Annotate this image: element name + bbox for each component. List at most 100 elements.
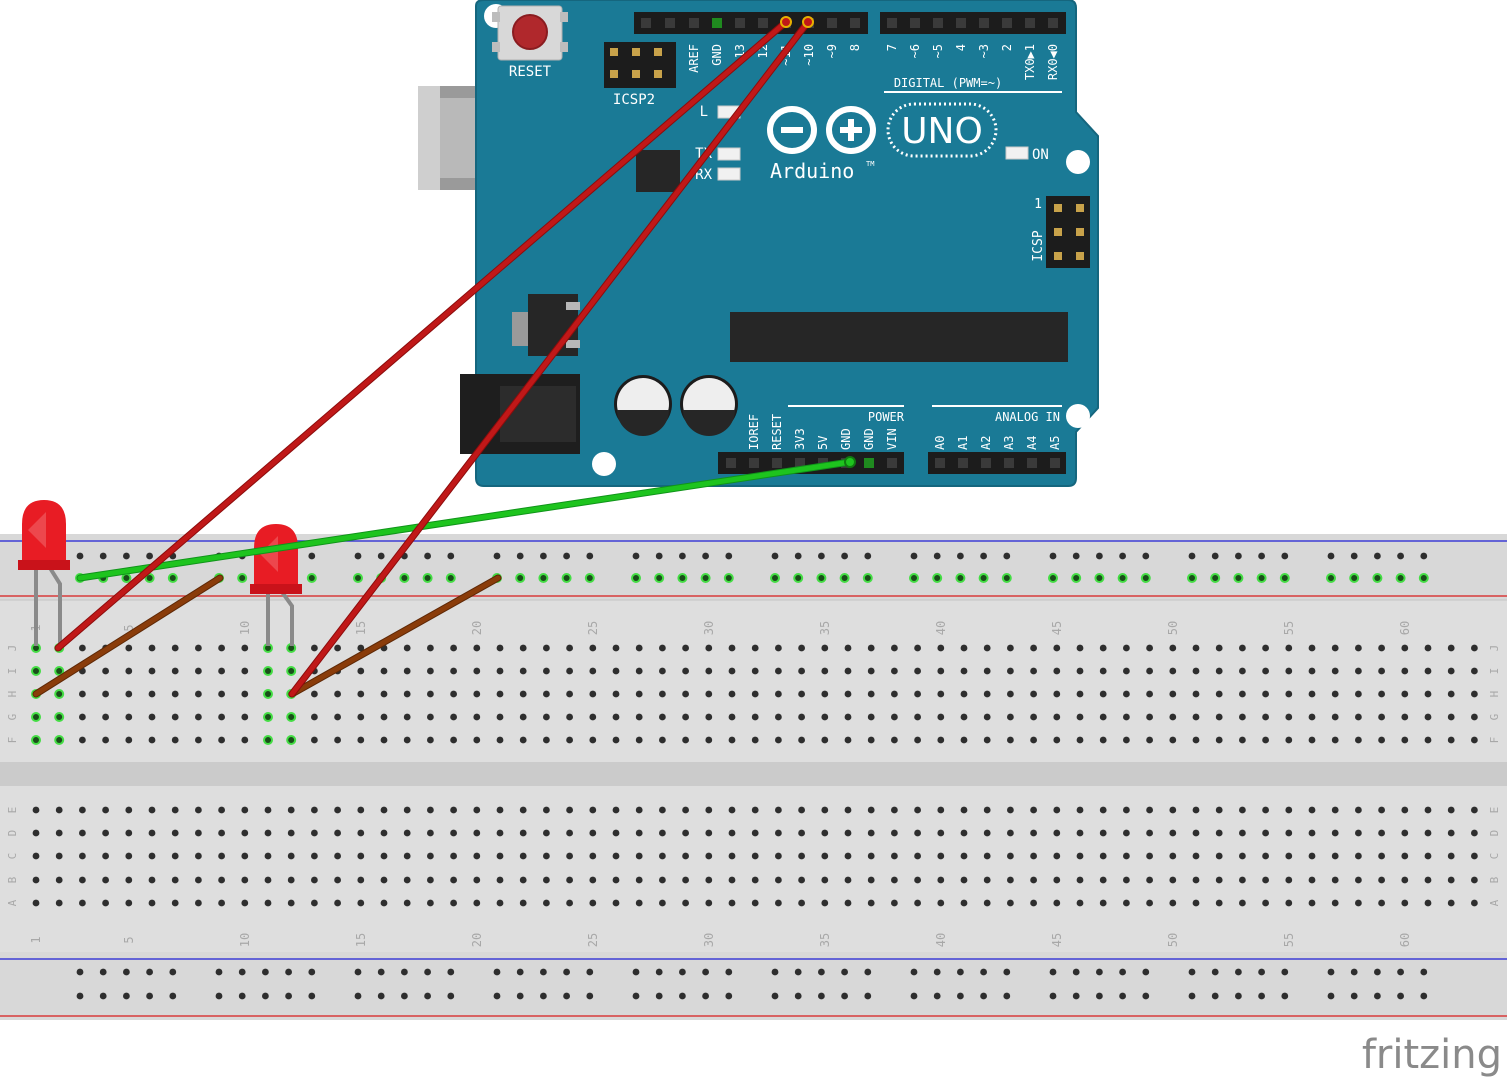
rail-hole[interactable] <box>1188 992 1196 1000</box>
breadboard-hole[interactable] <box>543 690 550 698</box>
breadboard-hole[interactable] <box>1239 690 1246 698</box>
breadboard-hole[interactable] <box>148 806 156 814</box>
breadboard-hole[interactable] <box>32 852 40 860</box>
breadboard-hole[interactable] <box>682 806 689 814</box>
breadboard-hole[interactable] <box>102 667 109 675</box>
breadboard-hole[interactable] <box>682 829 689 837</box>
breadboard-hole[interactable] <box>844 876 852 884</box>
breadboard-hole[interactable] <box>983 713 991 721</box>
rail-hole[interactable] <box>910 552 918 560</box>
breadboard-hole[interactable] <box>1471 667 1478 675</box>
breadboard-hole[interactable] <box>79 713 86 721</box>
breadboard-hole[interactable] <box>1053 667 1061 675</box>
breadboard-hole[interactable] <box>380 690 388 698</box>
rail-hole[interactable] <box>679 552 686 560</box>
breadboard-hole[interactable] <box>1355 644 1362 652</box>
breadboard-hole[interactable] <box>1262 829 1269 837</box>
rail-hole[interactable] <box>563 992 570 1000</box>
breadboard-hole[interactable] <box>241 852 249 860</box>
breadboard-hole[interactable] <box>1053 899 1061 907</box>
breadboard-hole[interactable] <box>1471 644 1478 652</box>
breadboard-hole[interactable] <box>1447 644 1455 652</box>
breadboard-hole[interactable] <box>1030 876 1037 884</box>
breadboard-hole[interactable] <box>32 806 40 814</box>
breadboard-hole[interactable] <box>566 667 573 675</box>
breadboard-hole[interactable] <box>1262 852 1269 860</box>
breadboard-hole[interactable] <box>1030 690 1037 698</box>
rail-hole[interactable] <box>447 552 455 560</box>
rail-hole[interactable] <box>1258 552 1265 560</box>
breadboard-hole[interactable] <box>287 876 295 884</box>
breadboard-hole[interactable] <box>1146 899 1153 907</box>
rail-hole[interactable] <box>1188 552 1196 560</box>
breadboard-hole[interactable] <box>519 806 527 814</box>
rail-hole[interactable] <box>655 968 663 976</box>
breadboard-hole[interactable] <box>496 690 504 698</box>
breadboard-hole[interactable] <box>728 667 736 675</box>
breadboard-hole[interactable] <box>1053 644 1061 652</box>
breadboard-hole[interactable] <box>635 806 643 814</box>
breadboard-hole[interactable] <box>380 876 388 884</box>
rail-hole[interactable] <box>818 968 825 976</box>
breadboard-hole[interactable] <box>1192 852 1200 860</box>
rail-hole[interactable] <box>841 992 848 1000</box>
rail-hole[interactable] <box>841 552 848 560</box>
breadboard-hole[interactable] <box>612 644 620 652</box>
breadboard-hole[interactable] <box>357 690 365 698</box>
breadboard-hole[interactable] <box>821 876 829 884</box>
breadboard-hole[interactable] <box>1053 736 1061 744</box>
breadboard-hole[interactable] <box>171 690 179 698</box>
breadboard-hole[interactable] <box>450 899 457 907</box>
breadboard-hole[interactable] <box>1331 806 1339 814</box>
rail-hole[interactable] <box>308 992 316 1000</box>
breadboard-hole[interactable] <box>55 899 63 907</box>
breadboard-hole[interactable] <box>450 876 457 884</box>
breadboard-hole[interactable] <box>1030 829 1037 837</box>
breadboard-hole[interactable] <box>1192 736 1200 744</box>
breadboard-hole[interactable] <box>427 899 434 907</box>
breadboard-hole[interactable] <box>775 690 782 698</box>
breadboard-hole[interactable] <box>821 644 829 652</box>
breadboard-hole[interactable] <box>798 644 805 652</box>
rail-hole[interactable] <box>354 968 362 976</box>
breadboard-hole[interactable] <box>612 829 620 837</box>
breadboard-hole[interactable] <box>867 713 875 721</box>
breadboard-hole[interactable] <box>1169 690 1177 698</box>
breadboard-hole[interactable] <box>682 690 689 698</box>
breadboard-hole[interactable] <box>1378 690 1385 698</box>
breadboard-hole[interactable] <box>1076 852 1084 860</box>
breadboard-hole[interactable] <box>705 806 713 814</box>
rail-hole[interactable] <box>1119 552 1126 560</box>
wire-green[interactable] <box>77 459 853 581</box>
breadboard-hole[interactable] <box>589 876 597 884</box>
breadboard-hole[interactable] <box>148 852 156 860</box>
led-1[interactable] <box>18 500 70 646</box>
breadboard-hole[interactable] <box>473 667 481 675</box>
breadboard-hole[interactable] <box>705 644 713 652</box>
rail-hole[interactable] <box>1096 552 1103 560</box>
breadboard-hole[interactable] <box>1378 899 1385 907</box>
breadboard-hole[interactable] <box>195 852 202 860</box>
breadboard-hole[interactable] <box>195 806 202 814</box>
breadboard-hole[interactable] <box>1471 736 1478 744</box>
breadboard-hole[interactable] <box>844 899 852 907</box>
breadboard-hole[interactable] <box>659 876 666 884</box>
breadboard-hole[interactable] <box>775 852 782 860</box>
rail-hole[interactable] <box>1211 968 1219 976</box>
rail-hole[interactable] <box>540 552 547 560</box>
breadboard-hole[interactable] <box>1146 690 1153 698</box>
breadboard-hole[interactable] <box>566 806 573 814</box>
breadboard-hole[interactable] <box>1192 644 1200 652</box>
breadboard-hole[interactable] <box>1076 736 1084 744</box>
header-socket[interactable] <box>887 458 897 468</box>
breadboard-hole[interactable] <box>79 644 86 652</box>
rail-hole[interactable] <box>146 968 154 976</box>
breadboard-hole[interactable] <box>821 806 829 814</box>
breadboard-hole[interactable] <box>357 667 365 675</box>
breadboard-hole[interactable] <box>705 736 713 744</box>
breadboard-hole[interactable] <box>311 852 318 860</box>
breadboard-hole[interactable] <box>334 829 341 837</box>
breadboard-hole[interactable] <box>937 806 945 814</box>
rail-hole[interactable] <box>1235 968 1242 976</box>
breadboard-hole[interactable] <box>566 713 573 721</box>
